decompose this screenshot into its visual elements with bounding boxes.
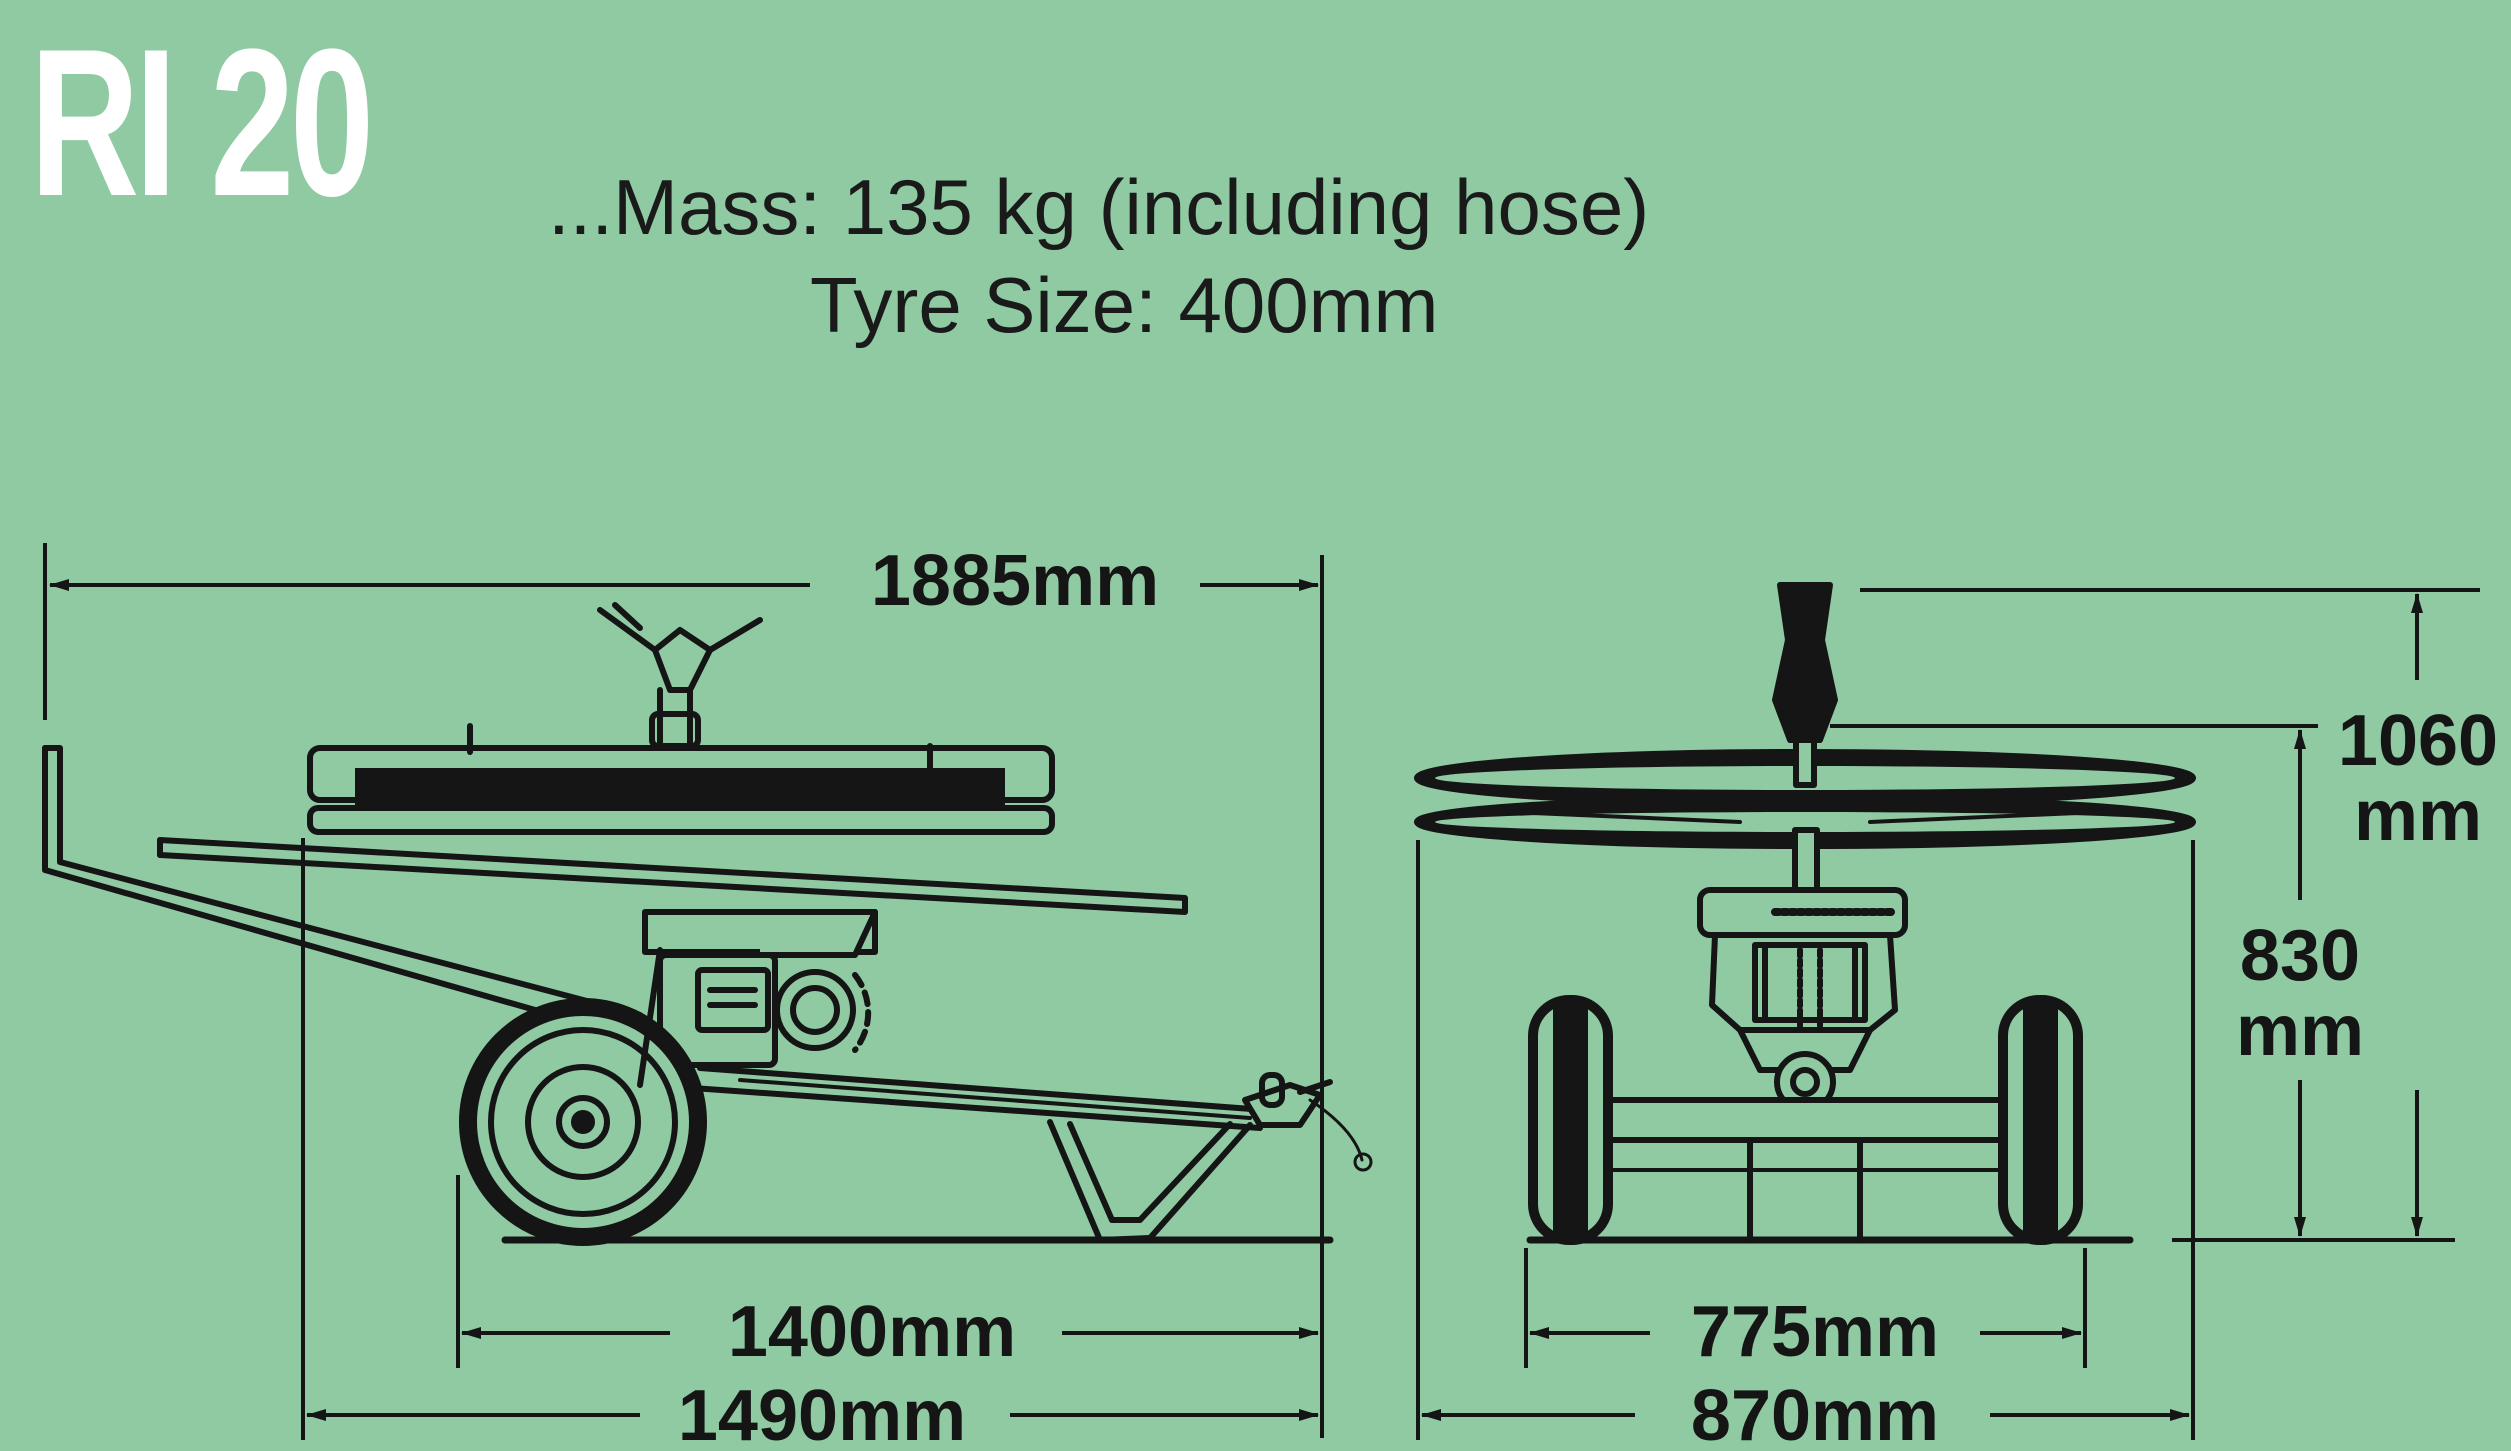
dim-height-frame-value: 830 bbox=[2240, 916, 2360, 996]
side-view-machine bbox=[42, 602, 1373, 1246]
dim-track-outer: 870mm bbox=[1691, 1376, 1939, 1451]
mass-spec: ...Mass: 135 kg (including hose) bbox=[548, 163, 1650, 251]
dim-frame-length: 1490mm bbox=[678, 1376, 966, 1451]
model-title: RI 20 bbox=[30, 5, 374, 240]
front-view-machine bbox=[1414, 582, 2196, 1245]
dim-height-total-value: 1060 bbox=[2338, 701, 2498, 781]
dim-track-inner: 775mm bbox=[1691, 1292, 1939, 1372]
tyre-size-spec: Tyre Size: 400mm bbox=[810, 261, 1439, 349]
dim-overall-length: 1885mm bbox=[871, 541, 1159, 621]
dimension-lines bbox=[43, 543, 2480, 1440]
dim-wheelbase-length: 1400mm bbox=[728, 1292, 1016, 1372]
dim-height-frame-unit: mm bbox=[2236, 991, 2364, 1071]
dim-height-total-unit: mm bbox=[2354, 776, 2482, 856]
